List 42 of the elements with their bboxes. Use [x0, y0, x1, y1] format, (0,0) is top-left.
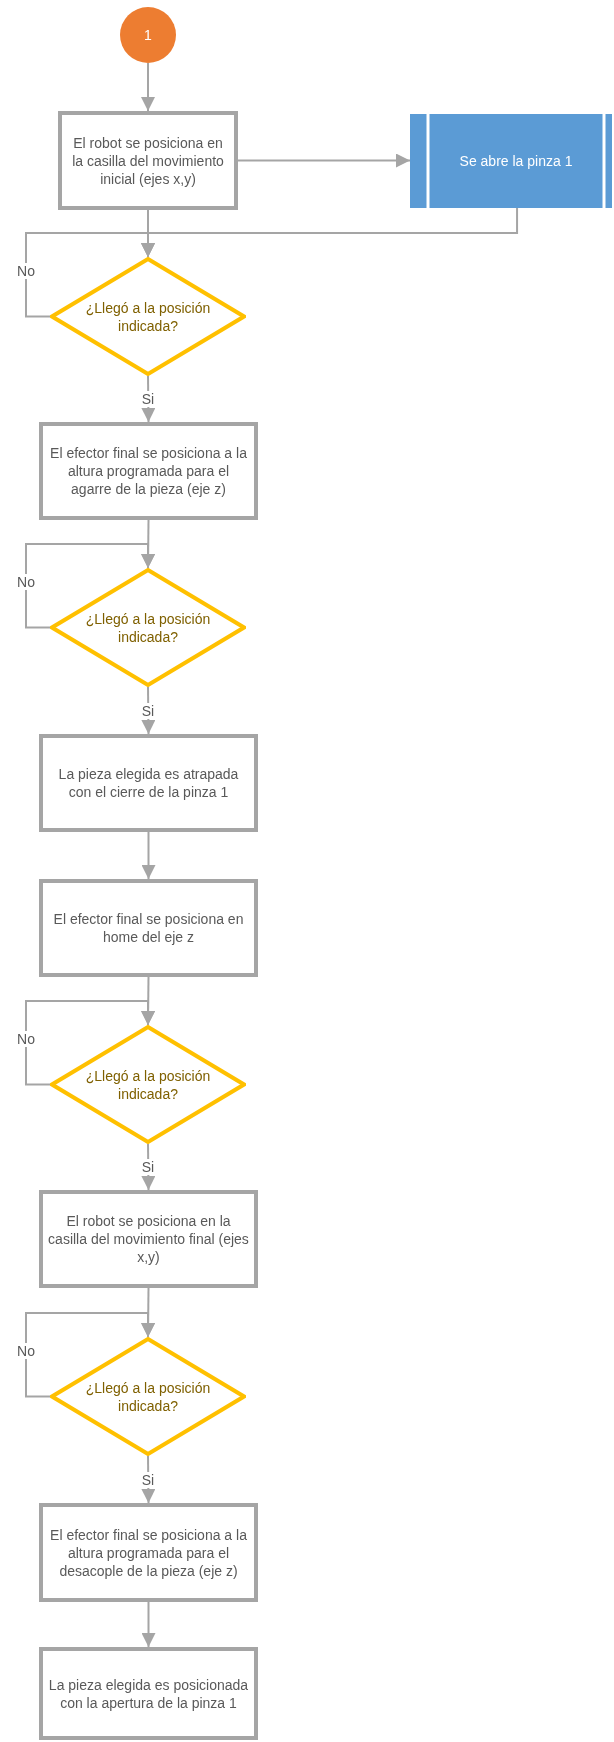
edge-label: Si	[140, 1159, 156, 1175]
decision-diamond	[50, 568, 246, 687]
process-text: El efector final se posiciona a la altura programada para el desacople de la pieza (eje z)	[49, 1525, 248, 1580]
process-text: El robot se posiciona en la casilla del movimiento inicial (ejes x,y)	[71, 133, 225, 188]
decision-diamond	[50, 257, 246, 376]
edge-label: No	[16, 1030, 36, 1047]
edge-label: No	[16, 1342, 36, 1359]
edge-label: Si	[140, 702, 156, 719]
process-text: El efector final se posiciona a la altura programada para el agarre de la pieza (eje z)	[49, 444, 248, 498]
decision-question: ¿Llegó a la posición indicada?	[84, 1378, 212, 1415]
process-box	[39, 879, 258, 977]
process-box	[39, 422, 258, 520]
process-box	[58, 111, 238, 210]
edge-label: Si	[140, 1471, 156, 1488]
connector-circle	[120, 7, 176, 63]
decision-diamond	[50, 1337, 246, 1456]
edge-label: Si	[140, 391, 156, 407]
arrow	[25, 1312, 155, 1398]
arrow	[237, 153, 411, 168]
arrow	[141, 1601, 156, 1648]
arrow	[141, 62, 155, 112]
arrow	[141, 831, 156, 880]
process-box	[39, 1647, 258, 1740]
process-text: La pieza elegida es atrapada con el cierre de la pinza 1	[57, 765, 240, 801]
process-box	[39, 1503, 258, 1602]
decision-diamond	[50, 1025, 246, 1144]
subprocess-text: Se abre la pinza 1	[459, 152, 573, 170]
process-text: El efector final se posiciona en home del eje z	[52, 910, 245, 946]
process-text: El robot se posiciona en la casilla del movimiento final (ejes x,y)	[47, 1212, 250, 1266]
arrow	[25, 543, 155, 629]
decision-question: ¿Llegó a la posición indicada?	[84, 1066, 212, 1103]
arrow	[25, 1000, 155, 1086]
arrow	[25, 232, 155, 318]
edge-label: No	[16, 573, 36, 590]
process-text: La pieza elegida es posicionada con la apertura de la pinza 1	[47, 1675, 250, 1712]
process-box	[39, 734, 258, 832]
decision-question: ¿Llegó a la posición indicada?	[84, 298, 212, 335]
edge-label: No	[16, 262, 36, 279]
process-box	[39, 1190, 258, 1288]
connector-number: 1	[144, 26, 152, 44]
decision-question: ¿Llegó a la posición indicada?	[84, 609, 212, 646]
subprocess-box	[410, 114, 612, 208]
